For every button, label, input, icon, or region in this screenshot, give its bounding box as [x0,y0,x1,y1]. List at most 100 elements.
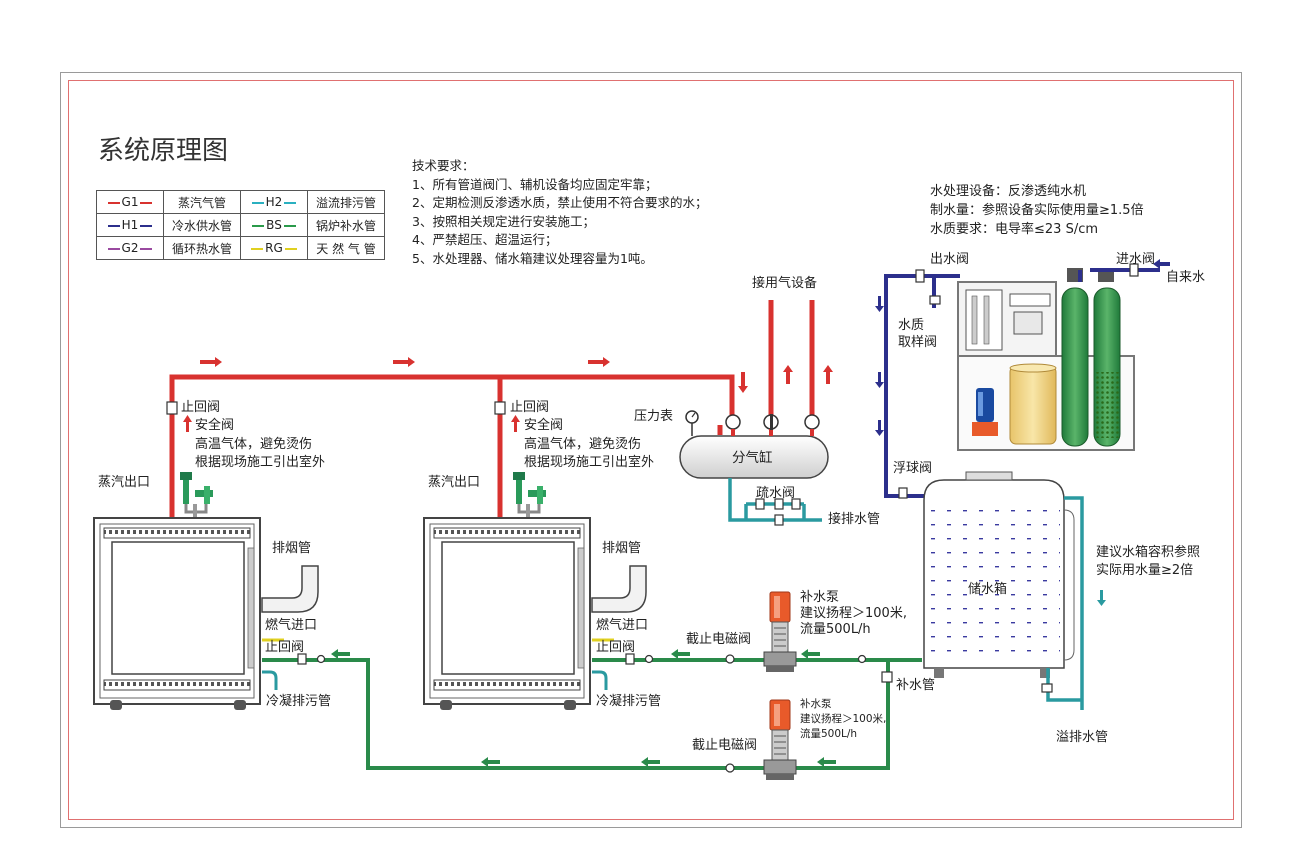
sampling-valve-label-2: 取样阀 [898,335,938,350]
requirements-heading: 技术要求： [412,158,475,173]
sampling-valve-label-1: 水质 [898,318,925,333]
hot-gas-warning-1a: 高温气体，避免烫伤 [195,437,313,452]
overflow-pipe-label: 溢排水管 [1056,730,1109,745]
legend-code-rg: RG [240,236,308,260]
solenoid-1-label: 截止电磁阀 [686,632,752,647]
requirement-item: 3、按照相关规定进行安装施工； [412,213,595,229]
outlet-flow-arrows [875,296,884,436]
legend-code-g2: G2 [96,236,164,260]
gas-equipment-label: 接用气设备 [752,276,818,291]
hot-gas-warning-1b: 根据现场施工引出室外 [195,455,326,470]
steam-pipes [169,300,815,520]
outlet-valve-label: 出水阀 [930,252,970,267]
booster-pump [972,388,998,436]
chimney-label-2: 排烟管 [602,541,642,556]
steam-flow-arrows [183,357,833,432]
steam-outlet-label-2: 蒸汽出口 [428,475,481,490]
chimney-2 [591,565,647,613]
pressure-gauge-label: 压力表 [634,409,674,424]
wt-equipment: 水处理设备：反渗透纯水机 [930,184,1087,199]
legend-name-g2: 循环热水管 [163,236,241,260]
chimney-label-1: 排烟管 [272,541,312,556]
safety-valve-label-2: 安全阀 [524,418,564,433]
condensate-label-2: 冷凝排污管 [596,694,662,709]
tank-note-1: 建议水箱容积参照 [1096,545,1201,560]
pump-2 [763,699,797,780]
pump-2-name: 补水泵 [800,698,832,710]
overflow-arrow [1097,590,1106,606]
requirement-item: 4、严禁超压、超温运行； [412,232,558,247]
check-valve-label-1: 止回阀 [181,400,221,415]
filter-tank-1 [1061,268,1089,447]
boiler-2 [423,517,591,710]
safety-valve-label-1: 安全阀 [195,418,235,433]
storage-tank-label: 储水箱 [968,582,1008,597]
chimney-1 [261,565,319,613]
filter-tank-2 [1093,268,1121,447]
tank-note-2: 实际用水量≥2倍 [1096,563,1194,578]
overflow-pipe [1046,496,1084,710]
tap-water-label: 自来水 [1166,270,1206,285]
outer-frame [60,72,1242,828]
water-treatment-spec: 水处理设备：反渗透纯水机 制水量：参照设备实际使用量≥1.5倍 水质要求：电导率… [930,182,1144,239]
ro-machine [965,289,1051,351]
hot-gas-warning-2b: 根据现场施工引出室外 [524,455,655,470]
makeup-pipe-label: 补水管 [896,678,936,693]
legend-name-h2: 溢流排污管 [307,190,385,214]
pump-2-head: 建议扬程＞100米, [800,713,887,725]
drain-valves [755,498,801,526]
inner-frame [68,80,1234,820]
condensate-label-1: 冷凝排污管 [266,694,332,709]
drain-valve-label: 疏水阀 [756,486,796,501]
storage-tank [923,471,1075,678]
wt-output: 制水量：参照设备实际使用量≥1.5倍 [930,203,1144,218]
hot-gas-warning-2a: 高温气体，避免烫伤 [524,437,642,452]
legend-name-h1: 冷水供水管 [163,213,241,237]
steam-outlet-label-1: 蒸汽出口 [98,475,151,490]
legend-code-h2: H2 [240,190,308,214]
gas-inlet-label-2: 燃气进口 [596,618,649,633]
brine-tank [1009,363,1057,445]
tap-water-arrow [1153,259,1170,269]
pump-1-name: 补水泵 [800,590,840,605]
check-valve-label-2: 止回阀 [510,400,550,415]
legend-name-rg: 天 然 气 管 [307,236,385,260]
condensate-drains [262,670,608,690]
technical-requirements: 技术要求： 1、所有管道阀门、辅机设备均应固定牢靠； 2、定期检测反渗透水质，禁… [412,157,707,268]
outlet-valves [898,269,941,499]
float-valve-label: 浮球阀 [893,461,933,476]
legend-name-g1: 蒸汽气管 [163,190,241,214]
tap-water-pipe [1078,268,1160,282]
requirement-item: 1、所有管道阀门、辅机设备均应固定牢靠； [412,176,658,192]
overflow-valve-icon [1041,683,1053,693]
requirement-item: 5、水处理器、储水箱建议处理容量为1吨。 [412,250,653,266]
steam-main-pipe [169,374,735,520]
solenoid-2-label: 截止电磁阀 [692,738,758,753]
bottom-check-valve-label-1: 止回阀 [265,640,305,655]
drain-pipe-label: 接排水管 [828,512,881,527]
feed-valves [297,653,893,773]
wt-quality: 水质要求：电导率≤23 S/cm [930,222,1099,237]
boiler-1 [93,517,261,710]
inlet-valve-label: 进水阀 [1116,252,1156,267]
legend-code-bs: BS [240,213,308,237]
pump-1-flow: 流量500L/h [800,622,871,637]
pump-2-flow: 流量500L/h [800,728,858,740]
bottom-check-valve-label-2: 止回阀 [596,640,636,655]
safety-valve-2 [513,472,546,520]
gas-inlet-label-1: 燃气进口 [265,618,318,633]
steam-header-label: 分气缸 [732,450,773,466]
pump-1-head: 建议扬程＞100米, [800,606,907,621]
feed-flow-arrows [331,649,836,767]
pipe-legend: G1 蒸汽气管 H2 溢流排污管 H1 冷水供水管 BS 锅炉补水管 G2 循环… [96,190,385,260]
steam-header-vessel [679,414,829,479]
legend-code-h1: H1 [96,213,164,237]
inlet-valve-icon [1129,263,1139,277]
pump-1 [763,591,797,672]
safety-valve-1 [180,472,213,520]
requirement-item: 2、定期检测反渗透水质，禁止使用不符合要求的水； [412,195,708,210]
page-title: 系统原理图 [98,136,229,166]
steam-check-valves [166,401,506,415]
pressure-gauge-icon [685,410,699,436]
